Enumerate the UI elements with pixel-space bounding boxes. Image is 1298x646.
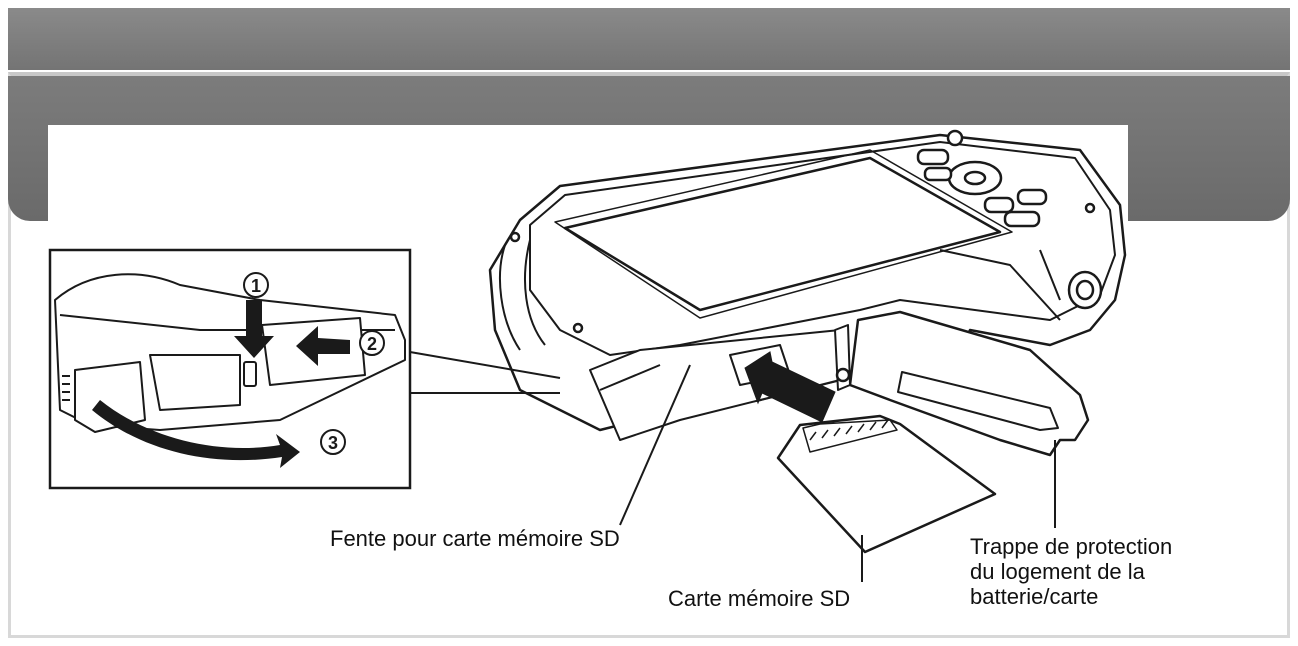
step1-number: 1	[251, 276, 261, 296]
sd-card-illustration	[778, 416, 995, 552]
camera-button	[948, 131, 962, 145]
inset-detail: 1 2 3	[50, 250, 410, 488]
label-door-line3: batterie/carte	[970, 584, 1098, 609]
label-door-line2: du logement de la	[970, 559, 1145, 584]
camera-button	[985, 198, 1013, 212]
step3-number: 3	[328, 433, 338, 453]
label-door-line1: Trappe de protection	[970, 534, 1172, 559]
label-sd-card: Carte mémoire SD	[668, 586, 850, 611]
camera-button	[1005, 212, 1039, 226]
inset-lock-lever	[244, 362, 256, 386]
camera-button	[918, 150, 948, 164]
camera-button	[925, 168, 951, 180]
camera-button	[1018, 190, 1046, 204]
ok-button	[965, 172, 985, 184]
step2-number: 2	[367, 334, 377, 354]
inset-door	[150, 355, 240, 410]
label-sd-slot: Fente pour carte mémoire SD	[330, 526, 620, 551]
